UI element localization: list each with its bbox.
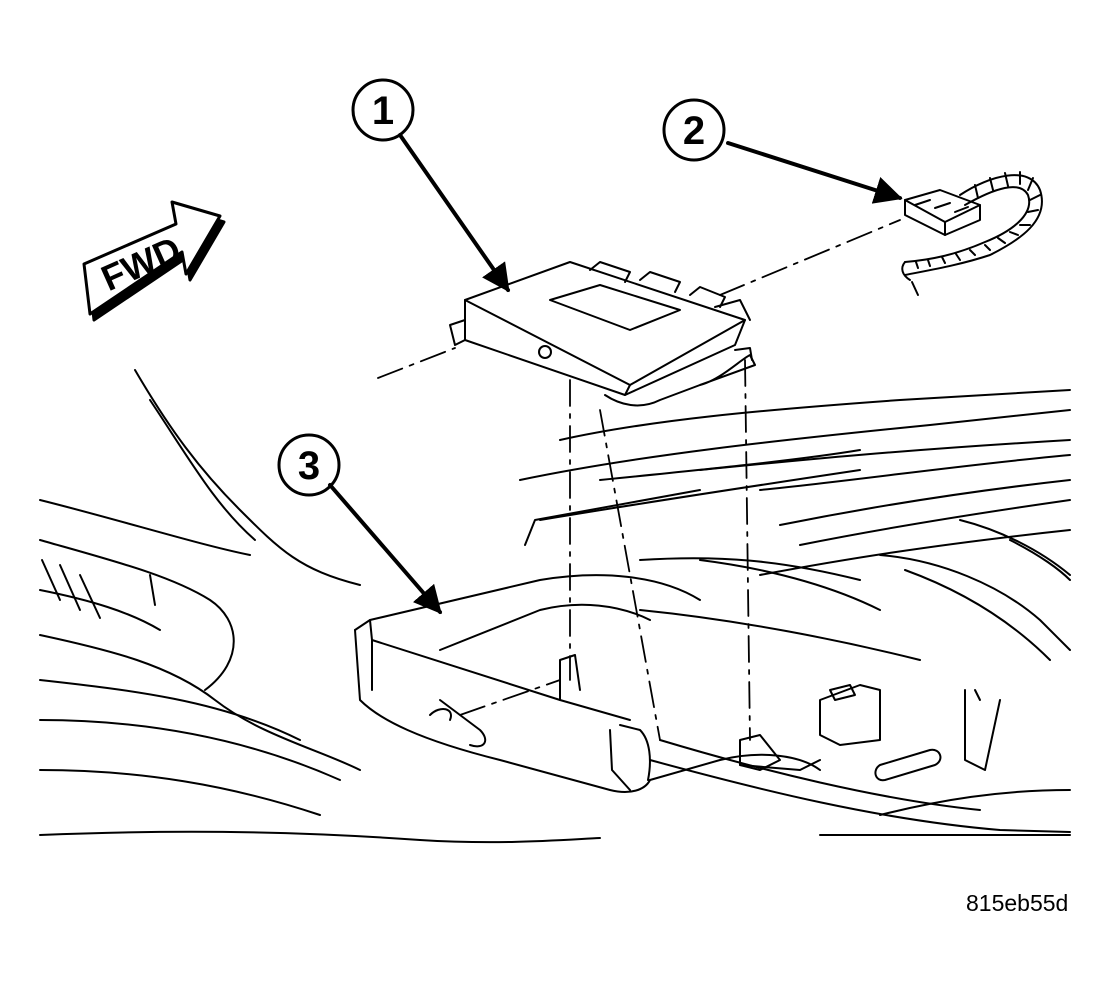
console-bracket — [354, 574, 1001, 793]
callout-2-leader — [726, 141, 903, 204]
callout-3-label: 3 — [298, 444, 320, 488]
callout-3-circle — [277, 433, 341, 497]
figure-id: 815eb55d — [966, 890, 1069, 916]
harness-connector — [901, 171, 1043, 296]
callout-3-leader — [328, 483, 442, 615]
callout-2-circle — [662, 98, 726, 162]
leader-arrows — [328, 133, 903, 615]
floor-pan — [39, 369, 1071, 844]
fwd-arrow — [82, 200, 226, 322]
callout-1-label: 1 — [372, 89, 394, 133]
callout-1-circle — [351, 78, 415, 142]
callout-2-label: 2 — [683, 109, 705, 153]
control-module — [449, 261, 756, 407]
alignment-lines — [377, 219, 901, 741]
callout-1-leader — [398, 133, 510, 293]
